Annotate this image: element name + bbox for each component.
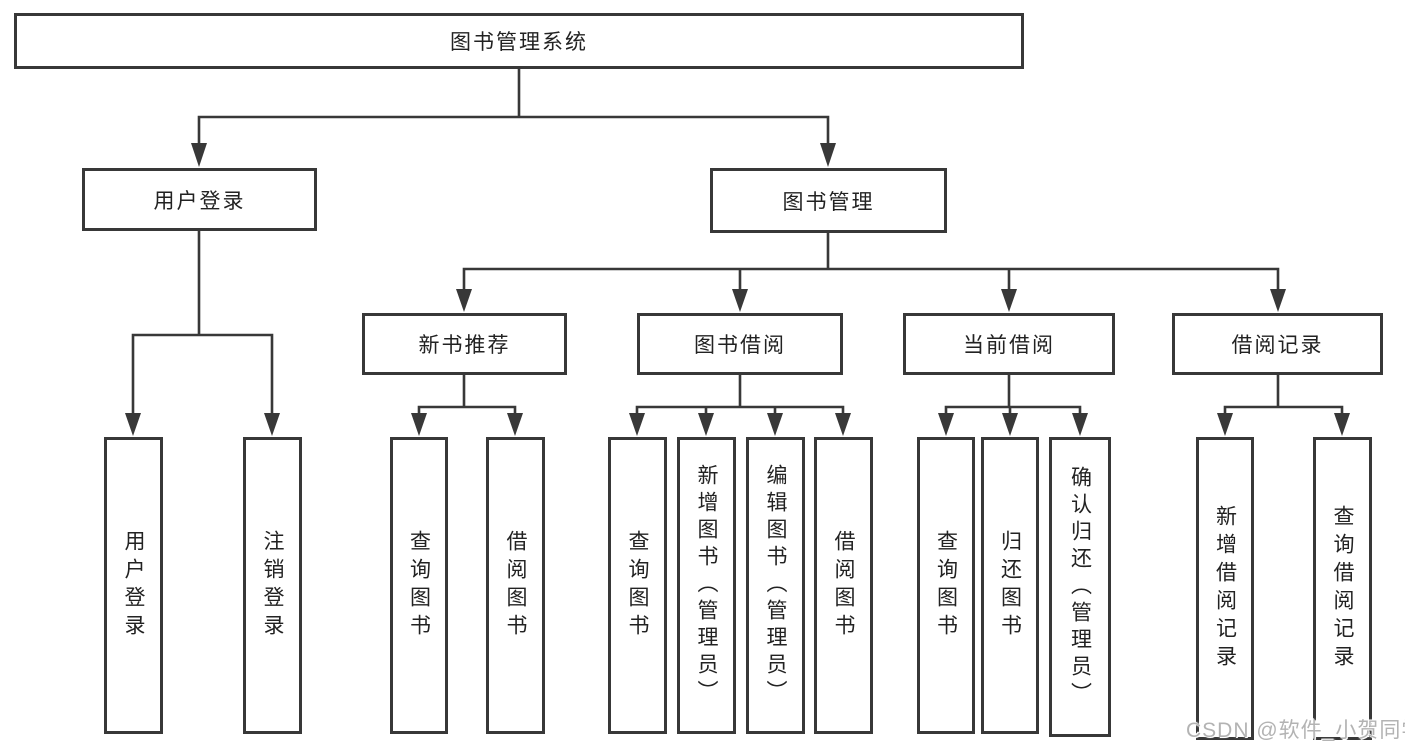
node-label: 归还图书	[998, 529, 1022, 642]
connector-book-management-split	[456, 231, 1286, 312]
node-logout-action: 注销登录	[243, 437, 302, 734]
node-confirm-return-admin: 确认归还（管理员）	[1049, 437, 1111, 737]
node-user-login-action: 用户登录	[104, 437, 163, 734]
node-add-borrow-record: 新增借阅记录	[1196, 437, 1254, 740]
connector-borrow-records-split	[1217, 373, 1350, 436]
node-label: 当前借阅	[963, 334, 1055, 357]
node-borrow-records: 借阅记录	[1172, 313, 1383, 375]
node-label: 查询借阅记录	[1331, 504, 1354, 673]
node-label: 用户登录	[122, 529, 145, 642]
connector-book-borrow-split	[629, 373, 851, 436]
node-add-book-admin: 新增图书（管理员）	[677, 437, 736, 734]
node-label: 查询图书	[626, 529, 649, 642]
node-label: 新增借阅记录	[1213, 504, 1237, 673]
node-label: 查询图书	[934, 529, 958, 642]
node-label: 新增图书（管理员）	[695, 464, 718, 707]
node-return-book: 归还图书	[981, 437, 1039, 734]
node-label: 新书推荐	[418, 334, 511, 357]
node-edit-book-admin: 编辑图书（管理员）	[746, 437, 805, 734]
node-label: 用户登录	[153, 189, 246, 213]
node-label: 借阅记录	[1231, 334, 1324, 357]
node-label: 图书管理系统	[450, 31, 588, 54]
node-new-book-recommend: 新书推荐	[362, 313, 567, 375]
node-borrow-books-recommend: 借阅图书	[486, 437, 545, 734]
node-label: 注销登录	[261, 529, 284, 642]
node-label: 查询图书	[407, 529, 431, 642]
connector-new-book-split	[411, 373, 523, 436]
node-query-books-current: 查询图书	[917, 437, 975, 734]
connector-current-borrow-split	[938, 373, 1088, 436]
node-label: 借阅图书	[504, 529, 527, 642]
node-query-books-borrowing: 查询图书	[608, 437, 667, 734]
csdn-watermark: CSDN @软件_小贺同学	[1186, 719, 1405, 742]
node-label: 图书管理	[782, 190, 875, 214]
node-label: 借阅图书	[832, 529, 855, 642]
node-current-borrowing: 当前借阅	[903, 313, 1115, 375]
connector-root-split	[191, 67, 836, 167]
node-root-library-system: 图书管理系统	[14, 13, 1024, 69]
node-query-books-recommend: 查询图书	[390, 437, 448, 734]
node-book-borrowing: 图书借阅	[637, 313, 843, 375]
node-label: 确认归还（管理员）	[1068, 465, 1092, 709]
node-user-login-module: 用户登录	[82, 168, 317, 231]
node-query-borrow-record: 查询借阅记录	[1313, 437, 1372, 740]
node-borrow-book-action: 借阅图书	[814, 437, 873, 734]
node-label: 编辑图书（管理员）	[764, 464, 787, 707]
node-label: 图书借阅	[694, 334, 786, 357]
node-book-management-module: 图书管理	[710, 168, 947, 233]
connector-user-login-split	[125, 228, 280, 436]
